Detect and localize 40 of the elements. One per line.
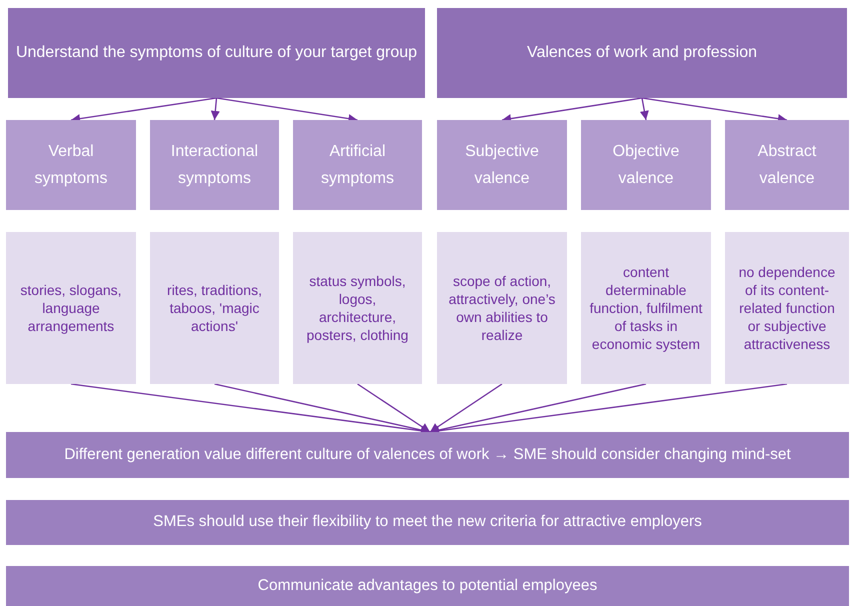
heading-box xyxy=(8,8,425,98)
node-text: Artificial symptoms xyxy=(320,142,395,189)
conclusion-bar xyxy=(6,566,849,606)
detail-box xyxy=(150,232,279,384)
arrow xyxy=(357,383,430,433)
detail-box xyxy=(293,232,422,384)
node-text: Interactional symptoms xyxy=(170,142,260,189)
category-box xyxy=(150,120,279,210)
conclusion-bar xyxy=(6,432,849,478)
category-box xyxy=(581,120,711,210)
node-text: Objective valence xyxy=(612,142,680,189)
arrow xyxy=(214,383,430,434)
arrow xyxy=(430,383,646,434)
category-box xyxy=(293,120,422,210)
detail-box xyxy=(581,232,711,384)
node-text: rites, traditions, taboos, 'magic actions' xyxy=(166,280,263,336)
node-text: Different generation value different culture of valences of work → SME should consider changing mind-set xyxy=(64,444,791,465)
conclusion-bar xyxy=(6,500,849,545)
detail-box xyxy=(725,232,849,384)
node-text: Understand the symptoms of culture of your target group xyxy=(16,43,418,64)
node-text: Abstract valence xyxy=(756,142,818,189)
node-text: scope of action, attractively, one’s own abilities to realize xyxy=(448,272,556,344)
arrow xyxy=(430,383,502,433)
arrow xyxy=(210,98,220,120)
node-text: Verbal symptoms xyxy=(34,142,108,189)
node-text: Valences of work and profession xyxy=(526,43,758,64)
node-text: content determinable function, fulfilment of tasks in economic system xyxy=(588,262,704,354)
detail-box xyxy=(437,232,567,384)
arrow xyxy=(640,98,649,120)
node-text: no dependence of its content-related function or subjective attractiveness xyxy=(738,262,836,354)
node-text: SMEs should use their flexibility to meet the new criteria for attractive employers xyxy=(153,512,702,532)
node-text: Subjective valence xyxy=(464,142,540,189)
detail-box xyxy=(6,232,136,384)
category-box xyxy=(6,120,136,210)
node-text: Communicate advantages to potential employees xyxy=(258,576,598,596)
heading-box xyxy=(437,8,847,98)
node-text: status symbols, logos, architecture, posters, clothing xyxy=(306,272,410,344)
category-box xyxy=(725,120,849,210)
node-text: stories, slogans, language arrangements xyxy=(19,280,123,336)
category-box xyxy=(437,120,567,210)
